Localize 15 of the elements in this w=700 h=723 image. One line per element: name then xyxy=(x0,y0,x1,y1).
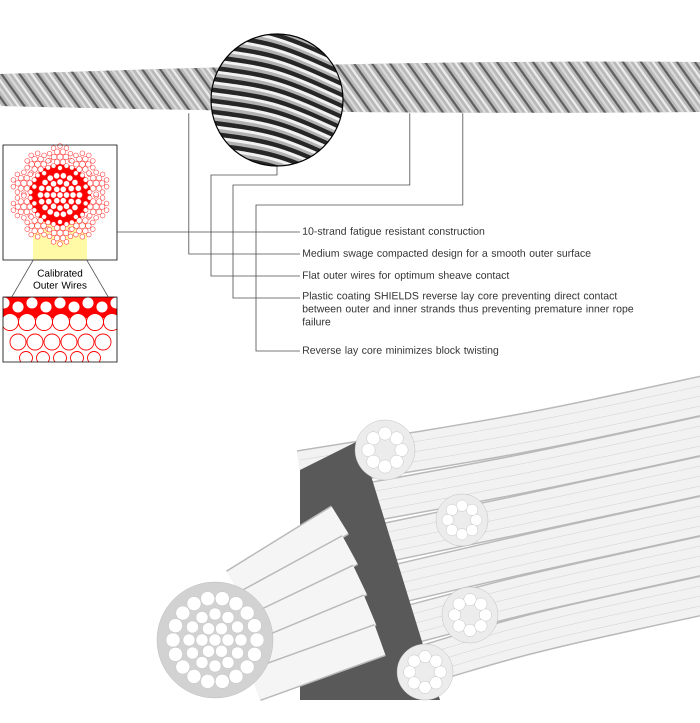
callout-label: Calibrated Outer Wires xyxy=(34,269,87,289)
callout-text: Flat outer wires for optimum sheave contact xyxy=(303,271,510,281)
leader-line xyxy=(12,260,34,297)
leader-line xyxy=(86,260,108,297)
callout-text: Medium swage compacted design for a smooth outer surface xyxy=(303,249,591,259)
callout-text: Reverse lay core minimizes block twisting xyxy=(303,346,498,356)
leader-line xyxy=(256,112,464,352)
detail-inset-drawing xyxy=(2,296,118,362)
callout-text: 10-strand fatigue resistant construction xyxy=(303,227,484,237)
magnifier-circle xyxy=(210,33,344,167)
leader-line xyxy=(232,112,410,298)
cross-section-drawing xyxy=(2,143,118,260)
leader-line xyxy=(210,166,300,276)
leader-line xyxy=(188,112,300,254)
callout-text: Plastic coating SHIELDS reverse lay core preventing direct contact between outer and inner strands thus preventing premature inner rope failure xyxy=(302,292,634,326)
